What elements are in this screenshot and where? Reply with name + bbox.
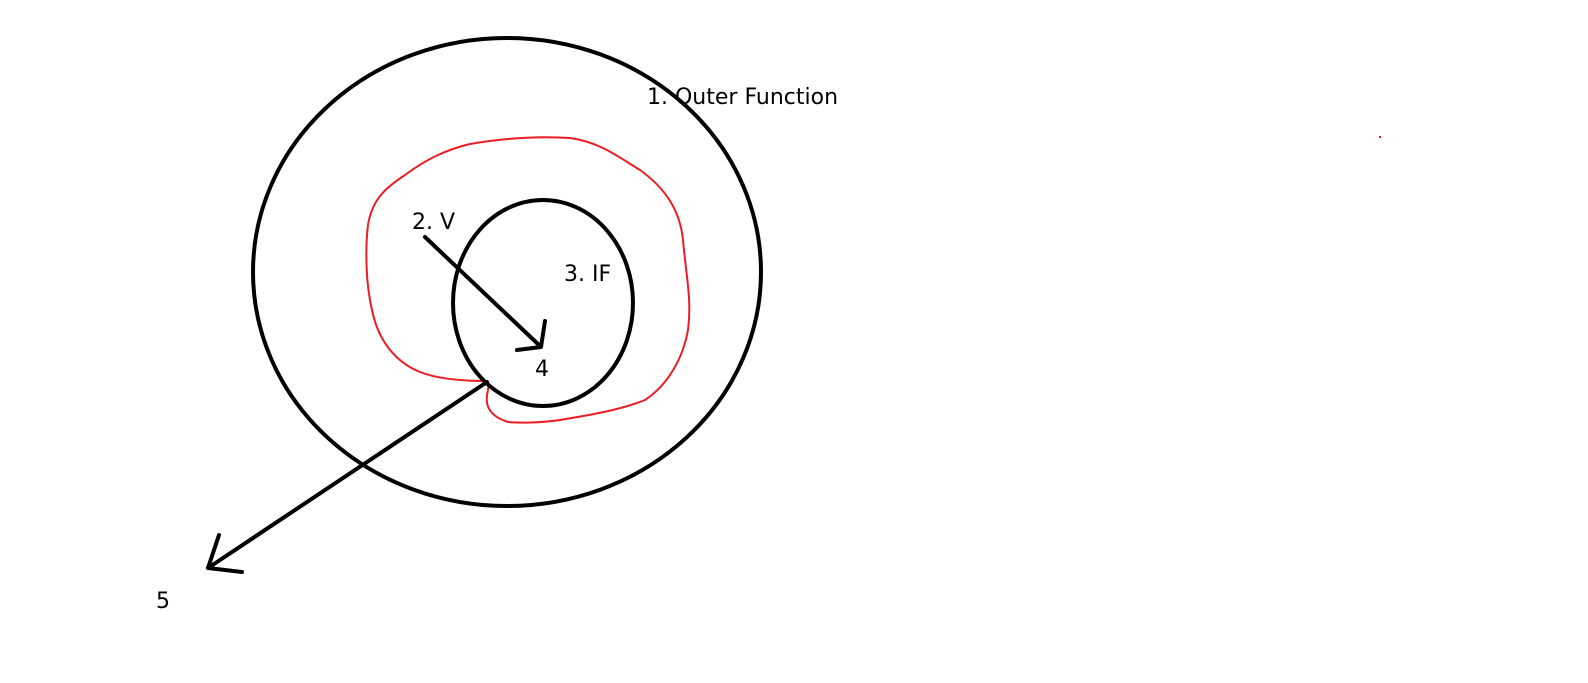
arrow-to-5-shaft: [206, 380, 489, 570]
outer-function-circle: [251, 36, 763, 508]
arrow-v-to-4-shaft: [423, 235, 542, 348]
arrow-to-5-head: [206, 533, 244, 574]
point-4-label: 4: [535, 357, 549, 382]
inner-function-circle: [451, 198, 635, 408]
stray-red-dot: [1379, 136, 1381, 138]
outer-function-label: 1. Outer Function: [647, 85, 838, 110]
inner-function-label: 3. IF: [564, 262, 611, 287]
arrow-v-to-4-head: [515, 319, 547, 352]
v-label: 2. V: [412, 210, 455, 235]
red-scope-outline: [365, 136, 691, 424]
point-5-label: 5: [156, 589, 170, 614]
